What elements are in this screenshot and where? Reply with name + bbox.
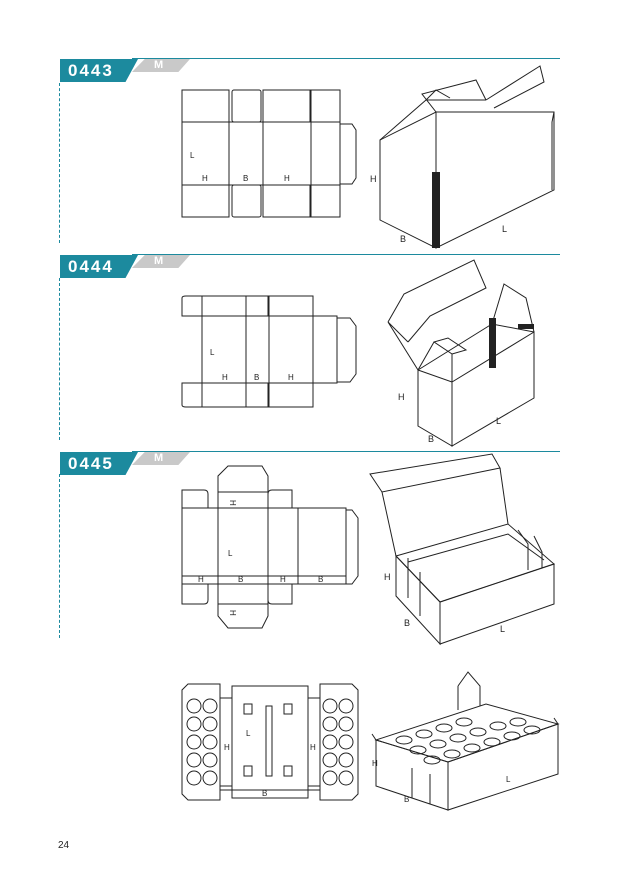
height-label: H [370, 174, 377, 184]
height-label: H [222, 373, 228, 382]
page-number: 24 [58, 840, 70, 851]
length-label: L [228, 549, 233, 558]
section-rule [132, 451, 560, 452]
height-label: H [228, 610, 237, 616]
section-rule [132, 254, 560, 255]
width-label: B [318, 575, 323, 584]
width-label: B [428, 434, 434, 444]
die-cut-diagram-0443: L H B H [180, 88, 360, 220]
length-label: L [210, 348, 215, 357]
section-guide-line [59, 474, 60, 638]
height-label: H [228, 500, 237, 506]
height-label: H [384, 572, 391, 582]
width-label: B [400, 234, 406, 244]
height-label: H [198, 575, 204, 584]
height-label: H [202, 174, 208, 183]
box-3d-illustration-0444: H B L [386, 258, 546, 448]
box-3d-illustration-0445: H B L [368, 452, 562, 644]
width-label: B [262, 789, 267, 798]
length-label: L [190, 151, 195, 160]
length-label: L [246, 729, 251, 738]
width-label: B [238, 575, 243, 584]
width-label: B [404, 618, 410, 628]
section-code-tab: 0444 [60, 255, 138, 278]
length-label: L [496, 416, 501, 426]
tray-3d-illustration: H B L [368, 670, 562, 820]
height-label: H [398, 392, 405, 402]
width-label: B [404, 795, 409, 804]
tray-die-cut-diagram: L H H B [180, 680, 360, 804]
height-label: H [284, 174, 290, 183]
height-label: H [288, 373, 294, 382]
section-code-tab: 0443 [60, 59, 138, 82]
section-code-tab: 0445 [60, 452, 138, 475]
width-label: B [243, 174, 248, 183]
die-cut-diagram-0444: L H B H [180, 294, 360, 410]
die-cut-diagram-0445: L H B H B H H [178, 464, 362, 636]
section-grade-tab: M [132, 452, 190, 465]
height-label: H [280, 575, 286, 584]
section-guide-line [59, 278, 60, 440]
height-label: H [310, 743, 316, 752]
length-label: L [502, 224, 507, 234]
box-3d-illustration-0443: H B L [370, 60, 562, 250]
section-grade-tab: M [132, 255, 190, 268]
section-grade-tab: M [132, 59, 190, 72]
length-label: L [506, 775, 511, 784]
section-rule [132, 58, 560, 59]
section-guide-line [59, 83, 60, 243]
height-label: H [224, 743, 230, 752]
width-label: B [254, 373, 259, 382]
length-label: L [500, 624, 505, 634]
height-label: H [372, 759, 378, 768]
